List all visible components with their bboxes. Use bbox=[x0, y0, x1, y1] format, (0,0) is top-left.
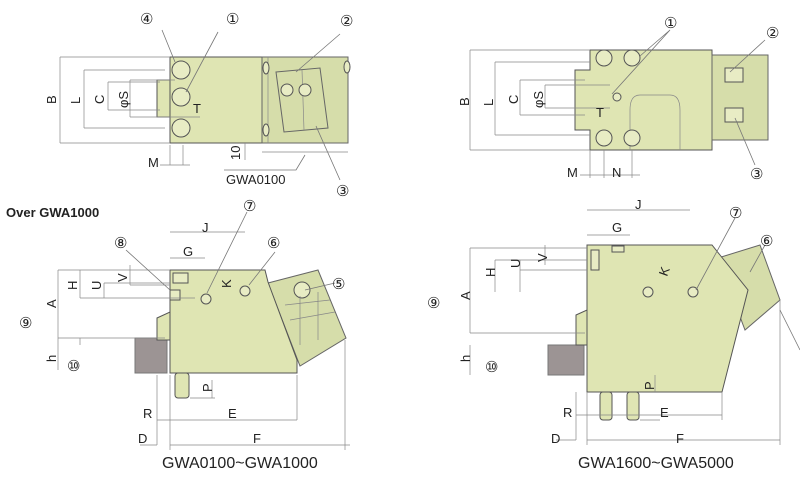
dim-J: J bbox=[635, 197, 642, 212]
dim-U: U bbox=[89, 281, 104, 290]
dim-V: V bbox=[115, 273, 130, 282]
dim-H: H bbox=[65, 281, 80, 290]
left-tab bbox=[156, 79, 171, 118]
main-body bbox=[586, 244, 749, 393]
callout-1: ① bbox=[664, 15, 677, 32]
workpiece bbox=[134, 337, 168, 374]
dim-J: J bbox=[202, 220, 209, 235]
dim-F: F bbox=[253, 431, 261, 446]
bolt-icon bbox=[171, 60, 191, 80]
dim-L: L bbox=[68, 97, 83, 104]
locating-pin bbox=[626, 391, 640, 421]
dim-B: B bbox=[44, 95, 59, 104]
dim-E: E bbox=[228, 406, 237, 421]
callout-9: ⑨ bbox=[19, 315, 32, 332]
dim-R: R bbox=[143, 406, 152, 421]
dim-h: h bbox=[44, 355, 59, 362]
callout-5: ⑤ bbox=[332, 276, 345, 293]
bottom-right-view: J G K H U V A h P R E D F ⑨ ⑩ ⑦ ⑥ GWA160… bbox=[427, 197, 800, 472]
callout-3: ③ bbox=[336, 183, 349, 200]
dim-M: M bbox=[148, 155, 159, 170]
dim-C: C bbox=[92, 95, 107, 104]
dim-10: 10 bbox=[228, 146, 243, 160]
dim-P: P bbox=[200, 383, 215, 392]
center-bolt-icon bbox=[171, 87, 191, 107]
callout-3: ③ bbox=[750, 166, 763, 183]
dim-B: B bbox=[457, 97, 472, 106]
center-bolt-icon bbox=[612, 92, 622, 102]
dim-phiS: φS bbox=[116, 91, 131, 108]
note-over-gwa1000: Over GWA1000 bbox=[6, 205, 99, 220]
dim-P: P bbox=[642, 381, 657, 390]
caption-left: GWA0100~GWA1000 bbox=[162, 455, 318, 472]
dim-A: A bbox=[44, 299, 59, 308]
callout-4: ④ bbox=[140, 11, 153, 28]
dim-M: M bbox=[567, 165, 578, 180]
callout-6: ⑥ bbox=[760, 233, 773, 250]
dim-h: h bbox=[458, 355, 473, 362]
dim-C: C bbox=[506, 95, 521, 104]
locating-pin bbox=[174, 372, 190, 399]
dim-H: H bbox=[483, 268, 498, 277]
dim-phiS: φS bbox=[531, 91, 546, 108]
dim-G: G bbox=[183, 244, 193, 259]
callout-2: ② bbox=[766, 25, 779, 42]
bottom-left-view: Over GWA1000 J G K H U V A h P R E D F ⑨… bbox=[6, 198, 350, 472]
locating-pin bbox=[599, 391, 613, 421]
dim-T: T bbox=[193, 101, 201, 116]
dim-A: A bbox=[458, 291, 473, 300]
dim-D: D bbox=[551, 431, 560, 446]
callout-2: ② bbox=[340, 13, 353, 30]
callout-10: ⑩ bbox=[67, 358, 80, 375]
dim-V: V bbox=[535, 253, 550, 262]
callout-7: ⑦ bbox=[729, 205, 742, 222]
top-left-view: ④ ① ② ③ B L C φS T M 10 GWA0100 bbox=[44, 11, 353, 200]
dim-U: U bbox=[508, 259, 523, 268]
model-label: GWA0100 bbox=[226, 172, 286, 187]
dim-L: L bbox=[481, 99, 496, 106]
dim-N: N bbox=[612, 165, 621, 180]
callout-10: ⑩ bbox=[485, 359, 498, 376]
dim-K: K bbox=[219, 279, 234, 288]
dim-R: R bbox=[563, 405, 572, 420]
dim-T: T bbox=[596, 105, 604, 120]
callout-6: ⑥ bbox=[267, 235, 280, 252]
dim-G: G bbox=[612, 220, 622, 235]
top-right-view: ① ② ③ B L C φS T M N bbox=[457, 15, 779, 183]
dim-F: F bbox=[676, 431, 684, 446]
callout-9: ⑨ bbox=[427, 295, 440, 312]
workpiece bbox=[547, 344, 585, 376]
caption-right: GWA1600~GWA5000 bbox=[578, 455, 734, 472]
bolt-icon bbox=[171, 118, 191, 138]
callout-7: ⑦ bbox=[243, 198, 256, 215]
dim-E: E bbox=[660, 405, 669, 420]
callout-8: ⑧ bbox=[114, 235, 127, 252]
main-body bbox=[574, 49, 713, 151]
dim-D: D bbox=[138, 431, 147, 446]
callout-1: ① bbox=[226, 11, 239, 28]
